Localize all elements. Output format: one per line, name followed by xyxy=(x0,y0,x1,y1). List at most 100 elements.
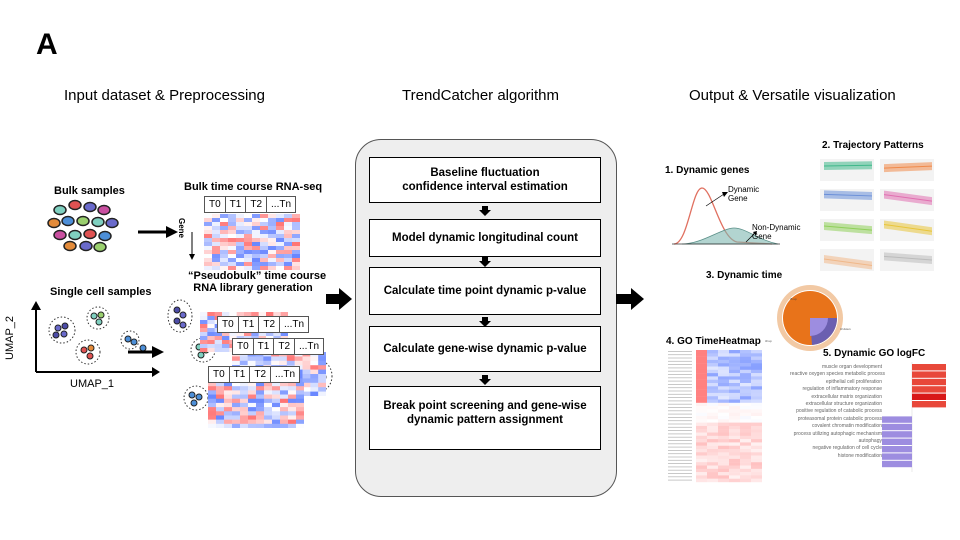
go-heatmap-cell xyxy=(751,425,762,430)
heatmap-cell xyxy=(296,394,304,400)
heatmap-cell xyxy=(240,394,249,400)
heatmap-cell xyxy=(256,386,265,391)
go-heatmap-cell xyxy=(751,359,762,364)
trajectory-pattern-panel xyxy=(820,159,874,181)
bulk-expression-heatmap xyxy=(204,214,300,270)
go-heatmap-cell xyxy=(729,373,740,377)
go-heatmap-cell xyxy=(751,442,762,446)
go-heatmap-cell xyxy=(718,478,729,483)
go-heatmap-cell xyxy=(718,386,729,390)
heatmap-cell xyxy=(200,348,208,352)
go-heatmap-cell xyxy=(707,399,718,403)
go-heatmap-cell xyxy=(729,435,740,440)
go-heatmap-cell xyxy=(707,373,718,377)
heatmap-cell xyxy=(229,312,237,317)
go-heatmap-cell xyxy=(751,412,762,417)
heatmap-cell xyxy=(216,407,225,412)
go-heatmap-cell xyxy=(718,392,729,397)
heatmap-cell xyxy=(236,226,245,231)
go-heatmap-cell xyxy=(751,350,762,354)
heatmap-cell xyxy=(204,250,213,255)
go-heatmap-cell xyxy=(707,379,718,384)
go-heatmap-cell xyxy=(707,366,718,370)
go-heatmap-cell xyxy=(751,389,762,394)
go-heatmap-cell xyxy=(707,402,718,407)
heatmap-cell xyxy=(280,394,289,400)
go-heatmap-cell xyxy=(696,373,707,377)
heatmap-cell xyxy=(310,374,319,379)
heatmap-cell xyxy=(288,390,297,395)
go-heatmap-cell xyxy=(718,425,729,430)
go-heatmap-cell xyxy=(718,359,729,364)
go-logfc-bar xyxy=(882,416,912,423)
heatmap-cell xyxy=(244,214,253,219)
heatmap-cell xyxy=(248,402,257,408)
go-heatmap-cell xyxy=(718,383,729,387)
go-heatmap-cell xyxy=(696,435,707,440)
heatmap-cell xyxy=(272,407,281,412)
heatmap-cell xyxy=(252,242,261,247)
heatmap-cell xyxy=(244,222,253,227)
go-heatmap-cell xyxy=(718,452,729,456)
heatmap-cell xyxy=(222,344,230,349)
heatmap-cell xyxy=(244,234,253,239)
heatmap-cell xyxy=(302,360,311,366)
go-heatmap-cell xyxy=(729,452,740,456)
heatmap-cell xyxy=(220,238,229,243)
heatmap-cell xyxy=(256,394,265,400)
heatmap-cell xyxy=(302,356,311,362)
go-heatmap-cell xyxy=(707,412,718,417)
go-term-label: covalent chromatin modification xyxy=(811,423,882,430)
go-heatmap-cell xyxy=(707,392,718,397)
heatmap-cell xyxy=(256,402,265,408)
heatmap-cell xyxy=(288,402,297,408)
pseudobulk-timepoint-header-1: T0 T1 T2 ...Tn xyxy=(217,316,310,333)
heatmap-cell xyxy=(252,262,261,267)
go-heatmap-cell xyxy=(707,409,718,413)
heatmap-cell xyxy=(228,226,237,231)
heatmap-cell xyxy=(224,407,233,412)
heatmap-cell xyxy=(255,360,264,366)
go-heatmap-cell xyxy=(696,356,707,361)
go-heatmap-cell xyxy=(696,478,707,483)
heatmap-cell xyxy=(220,258,229,263)
heatmap-cell xyxy=(244,238,253,243)
go-heatmap-cell xyxy=(718,472,729,476)
go-heatmap-cell xyxy=(696,392,707,397)
heatmap-cell xyxy=(207,328,215,333)
go-heatmap-cell xyxy=(707,416,718,420)
heatmap-cell xyxy=(292,226,300,231)
algorithm-step-timepoint-pvalue: Calculate time point dynamic p-value xyxy=(369,267,601,315)
heatmap-cell xyxy=(302,382,311,388)
heatmap-cell xyxy=(252,250,261,255)
heatmap-cell xyxy=(284,258,293,263)
heatmap-cell xyxy=(248,407,257,412)
heatmap-cell xyxy=(292,262,300,267)
heatmap-cell xyxy=(220,222,229,227)
go-heatmap-cell xyxy=(718,419,729,423)
go-heatmap-cell xyxy=(707,462,718,466)
go-heatmap-cell xyxy=(740,432,751,436)
heatmap-cell xyxy=(288,394,297,400)
heatmap-cell xyxy=(256,398,265,404)
heatmap-cell xyxy=(236,262,245,267)
umap-plot xyxy=(31,301,160,377)
go-heatmap-cell xyxy=(718,455,729,460)
heatmap-cell xyxy=(284,234,293,239)
heatmap-cell xyxy=(214,332,223,337)
timepoint-label: ...Tn xyxy=(275,369,296,380)
go-heatmap-cell xyxy=(729,369,740,374)
heatmap-cell xyxy=(232,386,241,391)
heatmap-cell xyxy=(240,415,249,420)
go-logfc-bar xyxy=(912,378,946,386)
heatmap-cell xyxy=(288,415,297,420)
go-heatmap-cell xyxy=(718,376,729,380)
go-heatmap-cell xyxy=(729,363,740,367)
heatmap-cell xyxy=(224,394,233,400)
go-heatmap-cell xyxy=(740,455,751,460)
go-logfc-bar xyxy=(882,423,912,431)
heatmap-cell xyxy=(264,382,273,387)
go-heatmap-cell xyxy=(696,350,707,354)
heatmap-cell xyxy=(268,234,277,239)
